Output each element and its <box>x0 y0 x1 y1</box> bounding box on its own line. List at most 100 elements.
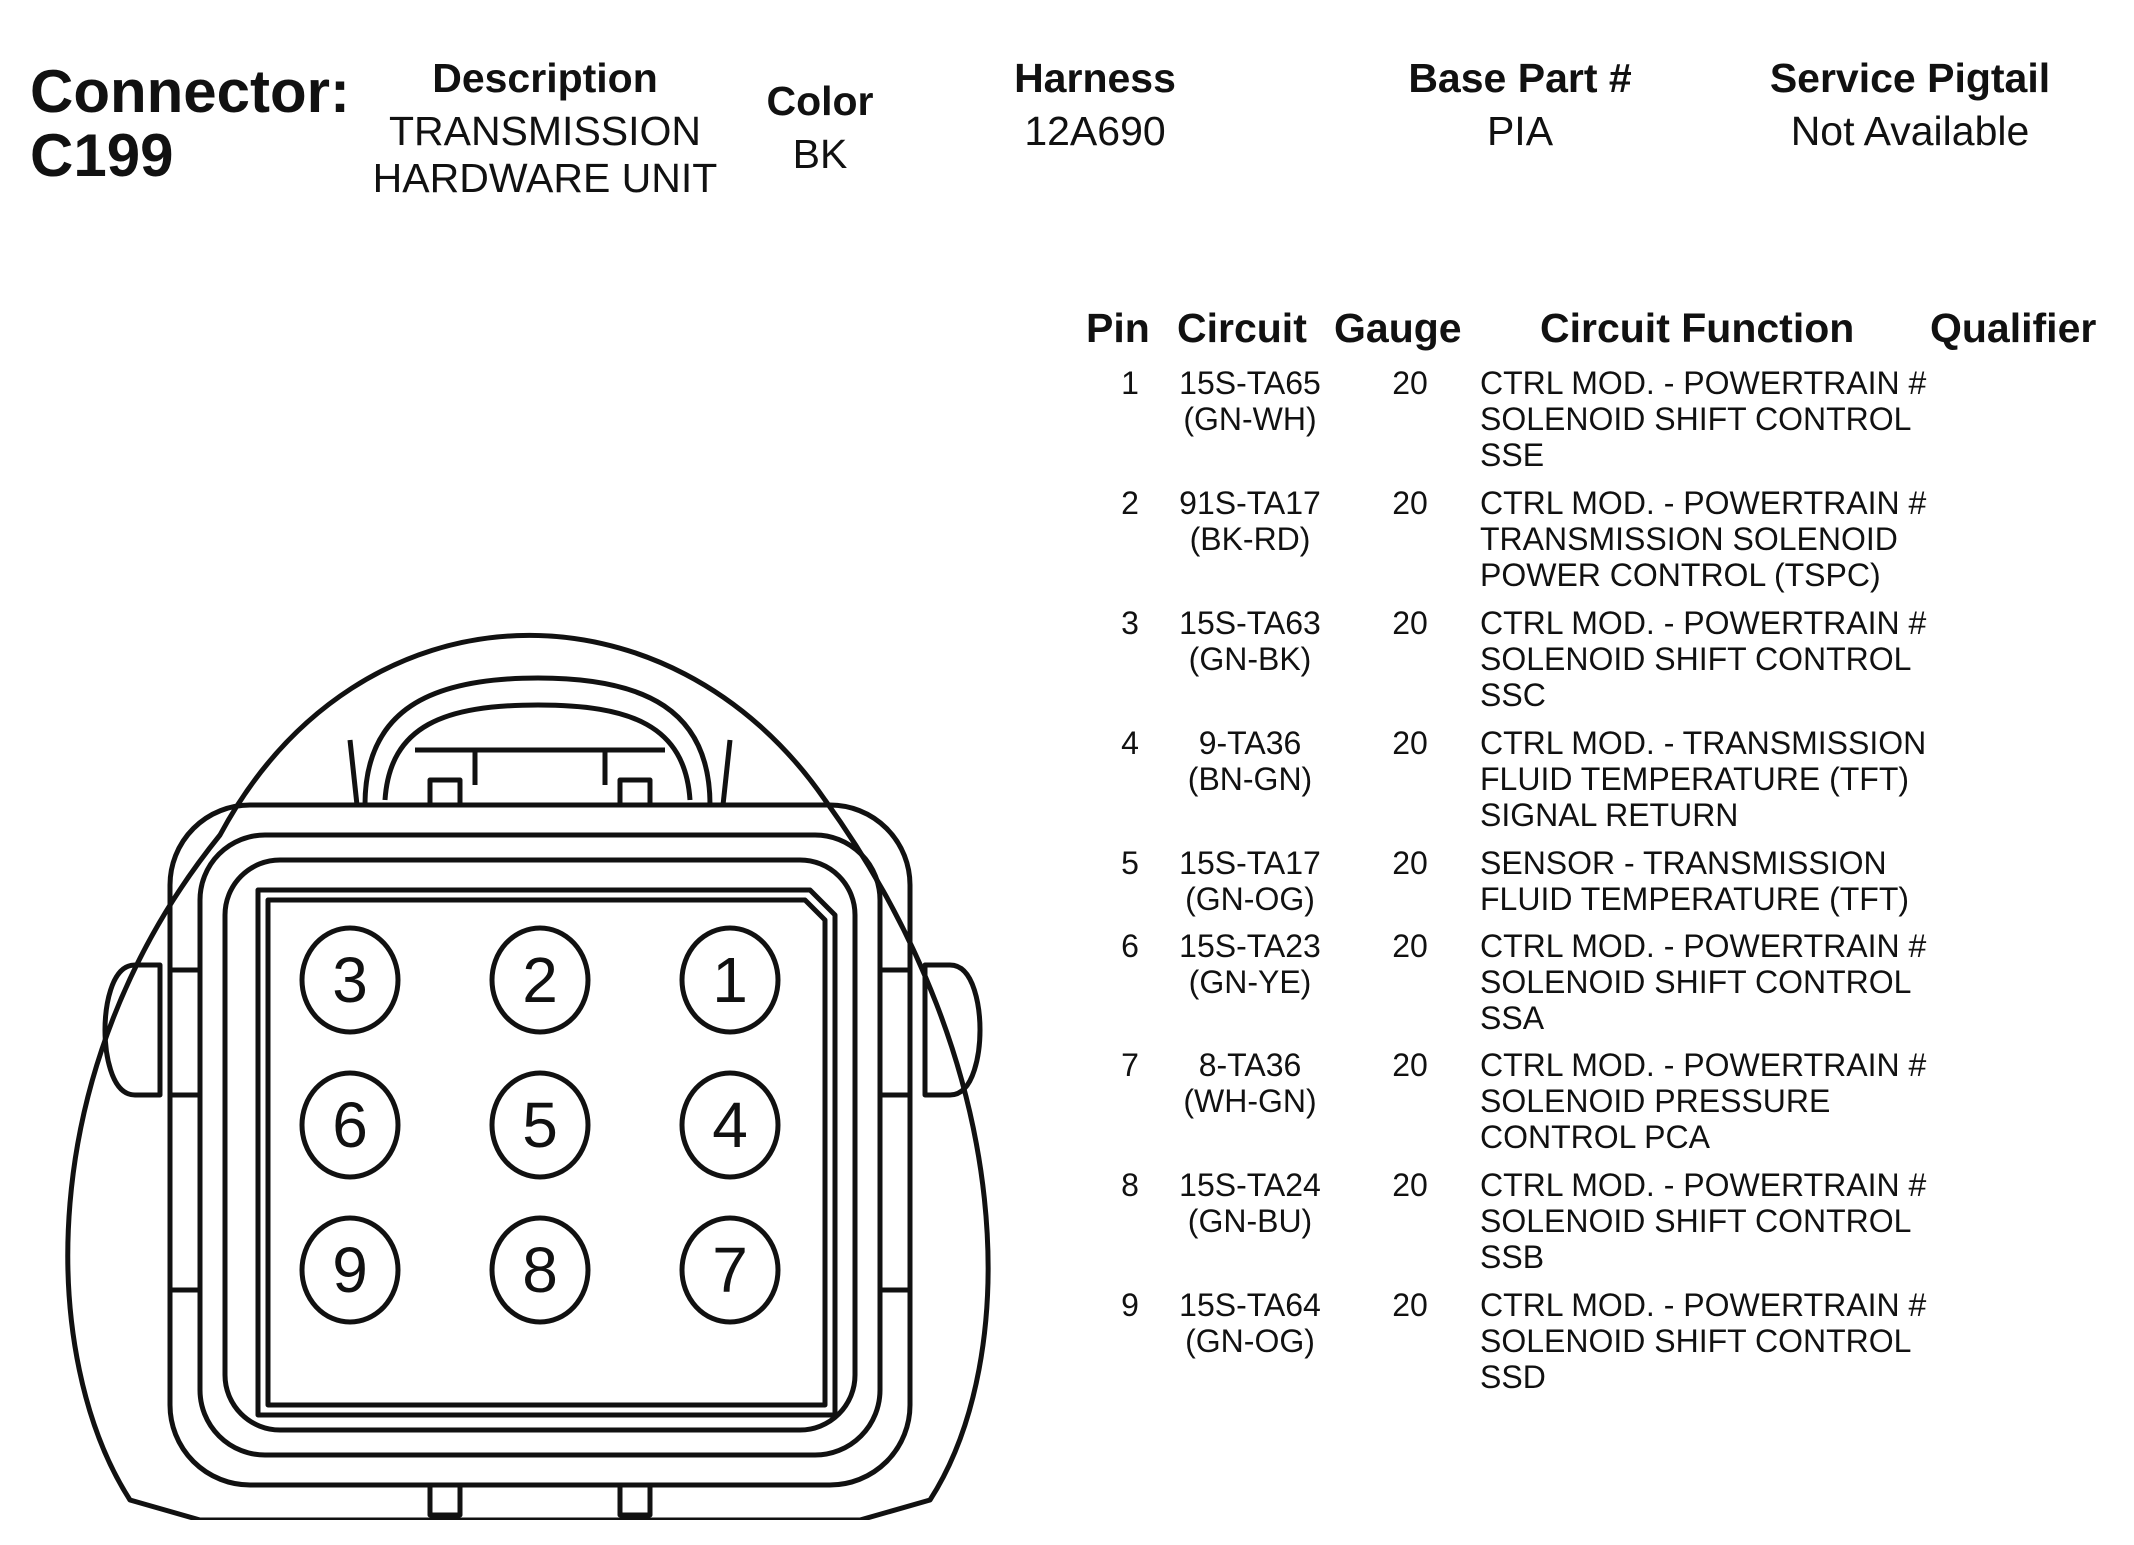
gauge-cell: 20 <box>1392 845 1428 881</box>
circuit-function-line: CTRL MOD. - POWERTRAIN # <box>1480 1287 1927 1323</box>
pin-label: 8 <box>522 1234 558 1306</box>
circuit-id: 15S-TA63 <box>1179 605 1321 641</box>
circuit-function-line: SENSOR - TRANSMISSION <box>1480 845 1887 881</box>
circuit-function-line: SSA <box>1480 1000 1545 1036</box>
circuit-function-cell: CTRL MOD. - POWERTRAIN #SOLENOID SHIFT C… <box>1480 365 1940 473</box>
circuit-id: 8-TA36 <box>1198 1047 1302 1083</box>
pin-circle <box>299 1215 401 1325</box>
pin-cavity: 9 <box>299 1215 401 1325</box>
pin-label: 5 <box>522 1089 558 1161</box>
circuit-function-line: CTRL MOD. - POWERTRAIN # <box>1480 485 1927 521</box>
circuit-cell: 9-TA36(BN-GN) <box>1165 725 1335 797</box>
pin-number: 5 <box>1121 845 1139 881</box>
circuit-function-line: TRANSMISSION SOLENOID <box>1480 521 1898 557</box>
circuit-cell: 15S-TA17(GN-OG) <box>1165 845 1335 917</box>
pin-circle <box>679 1215 781 1325</box>
circuit-id: 15S-TA65 <box>1179 365 1321 401</box>
circuit-function-line: SOLENOID SHIFT CONTROL <box>1480 641 1912 677</box>
pin-number: 6 <box>1121 928 1139 964</box>
circuit-cell: 15S-TA65(GN-WH) <box>1165 365 1335 437</box>
body-frame-inner <box>222 857 858 1433</box>
circuit-cell: 15S-TA63(GN-BK) <box>1165 605 1335 677</box>
service-pigtail-value: Not Available <box>1790 108 2030 154</box>
connector-title: Connector: C199 <box>30 60 350 188</box>
pin-cavity: 4 <box>679 1070 781 1180</box>
circuit-function-line: CONTROL PCA <box>1480 1119 1710 1155</box>
circuit-function-line: SSB <box>1480 1239 1545 1275</box>
circuit-function-cell: CTRL MOD. - POWERTRAIN #TRANSMISSION SOL… <box>1480 485 1940 593</box>
latch-outline <box>362 675 713 806</box>
base-part-column: Base Part # PIA <box>1370 55 1670 155</box>
circuit-id: 15S-TA64 <box>1179 1287 1321 1323</box>
circuit-function-line: CTRL MOD. - POWERTRAIN # <box>1480 365 1927 401</box>
housing-outline <box>65 633 991 1520</box>
circuit-function-line: POWER CONTROL (TSPC) <box>1480 557 1881 593</box>
pin-circle <box>299 1070 401 1180</box>
circuit-function-cell: CTRL MOD. - POWERTRAIN #SOLENOID SHIFT C… <box>1480 928 1940 1036</box>
wire-color: (BK-RD) <box>1189 521 1311 557</box>
circuit-cell: 15S-TA23(GN-YE) <box>1165 928 1335 1000</box>
pin-label: 3 <box>332 944 368 1016</box>
pin-number: 2 <box>1121 485 1139 521</box>
color-label: Color <box>766 78 874 124</box>
pin-cavity: 8 <box>489 1215 591 1325</box>
gauge-cell: 20 <box>1392 485 1428 521</box>
circuit-cell: 15S-TA64(GN-OG) <box>1165 1287 1335 1359</box>
circuit-cell: 8-TA36(WH-GN) <box>1165 1047 1335 1119</box>
wire-color: (WH-GN) <box>1183 1083 1317 1119</box>
circuit-function-line: SSC <box>1480 677 1546 713</box>
circuit-id: 15S-TA24 <box>1179 1167 1321 1203</box>
description-value-line1: TRANSMISSION <box>388 108 702 154</box>
circuit-id: 9-TA36 <box>1198 725 1302 761</box>
pin-label: 4 <box>712 1089 748 1161</box>
pin-label: 9 <box>332 1234 368 1306</box>
gauge-cell: 20 <box>1392 928 1428 964</box>
gauge-cell: 20 <box>1392 1167 1428 1203</box>
circuit-function-line: FLUID TEMPERATURE (TFT) <box>1480 881 1910 917</box>
pin-label: 7 <box>712 1234 748 1306</box>
pin-cavity: 2 <box>489 925 591 1035</box>
circuit-id: 91S-TA17 <box>1179 485 1321 521</box>
circuit-function-line: SOLENOID SHIFT CONTROL <box>1480 1323 1912 1359</box>
pin-face <box>265 897 828 1408</box>
connector-label: Connector: <box>30 58 350 125</box>
circuit-function-line: FLUID TEMPERATURE (TFT) <box>1480 761 1910 797</box>
wire-color: (GN-BK) <box>1188 641 1312 677</box>
pin-number: 3 <box>1121 605 1139 641</box>
pin-cavities: 3 2 1 6 5 4 9 8 7 <box>299 925 781 1325</box>
circuit-function-cell: CTRL MOD. - POWERTRAIN #SOLENOID SHIFT C… <box>1480 1167 1940 1275</box>
pin-number: 7 <box>1121 1047 1139 1083</box>
header-circuit: Circuit <box>1177 305 1307 351</box>
gauge-cell: 20 <box>1392 1287 1428 1323</box>
pin-cavity: 6 <box>299 1070 401 1180</box>
left-lock-tab <box>102 962 163 1098</box>
color-value: BK <box>792 131 848 177</box>
circuit-cell: 91S-TA17(BK-RD) <box>1165 485 1335 557</box>
pin-label: 2 <box>522 944 558 1016</box>
circuit-function-line: SOLENOID SHIFT CONTROL <box>1480 964 1912 1000</box>
service-pigtail-column: Service Pigtail Not Available <box>1720 55 2100 155</box>
circuit-function-line: SIGNAL RETURN <box>1480 797 1739 833</box>
body-frame-middle <box>197 832 883 1458</box>
wire-color: (GN-BU) <box>1187 1203 1313 1239</box>
pin-number: 8 <box>1121 1167 1139 1203</box>
base-part-value: PIA <box>1486 108 1554 154</box>
pin-cavity: 1 <box>679 925 781 1035</box>
header-pin: Pin <box>1086 305 1150 351</box>
circuit-function-line: SOLENOID SHIFT CONTROL <box>1480 401 1912 437</box>
circuit-function-cell: CTRL MOD. - POWERTRAIN #SOLENOID PRESSUR… <box>1480 1047 1940 1155</box>
harness-column: Harness 12A690 <box>960 55 1230 155</box>
pin-cavity: 5 <box>489 1070 591 1180</box>
pin-number: 1 <box>1121 365 1139 401</box>
circuit-function-line: SOLENOID SHIFT CONTROL <box>1480 1203 1912 1239</box>
body-frame-outer <box>167 802 913 1488</box>
circuit-function-cell: CTRL MOD. - POWERTRAIN #SOLENOID SHIFT C… <box>1480 1287 1940 1395</box>
circuit-function-line: CTRL MOD. - POWERTRAIN # <box>1480 1167 1927 1203</box>
description-label: Description <box>432 55 658 101</box>
harness-label: Harness <box>1014 55 1176 101</box>
pin-cavity: 7 <box>679 1215 781 1325</box>
pin-circle <box>489 1215 591 1325</box>
wire-color: (BN-GN) <box>1187 761 1313 797</box>
description-column: Description TRANSMISSION HARDWARE UNIT <box>360 55 730 202</box>
